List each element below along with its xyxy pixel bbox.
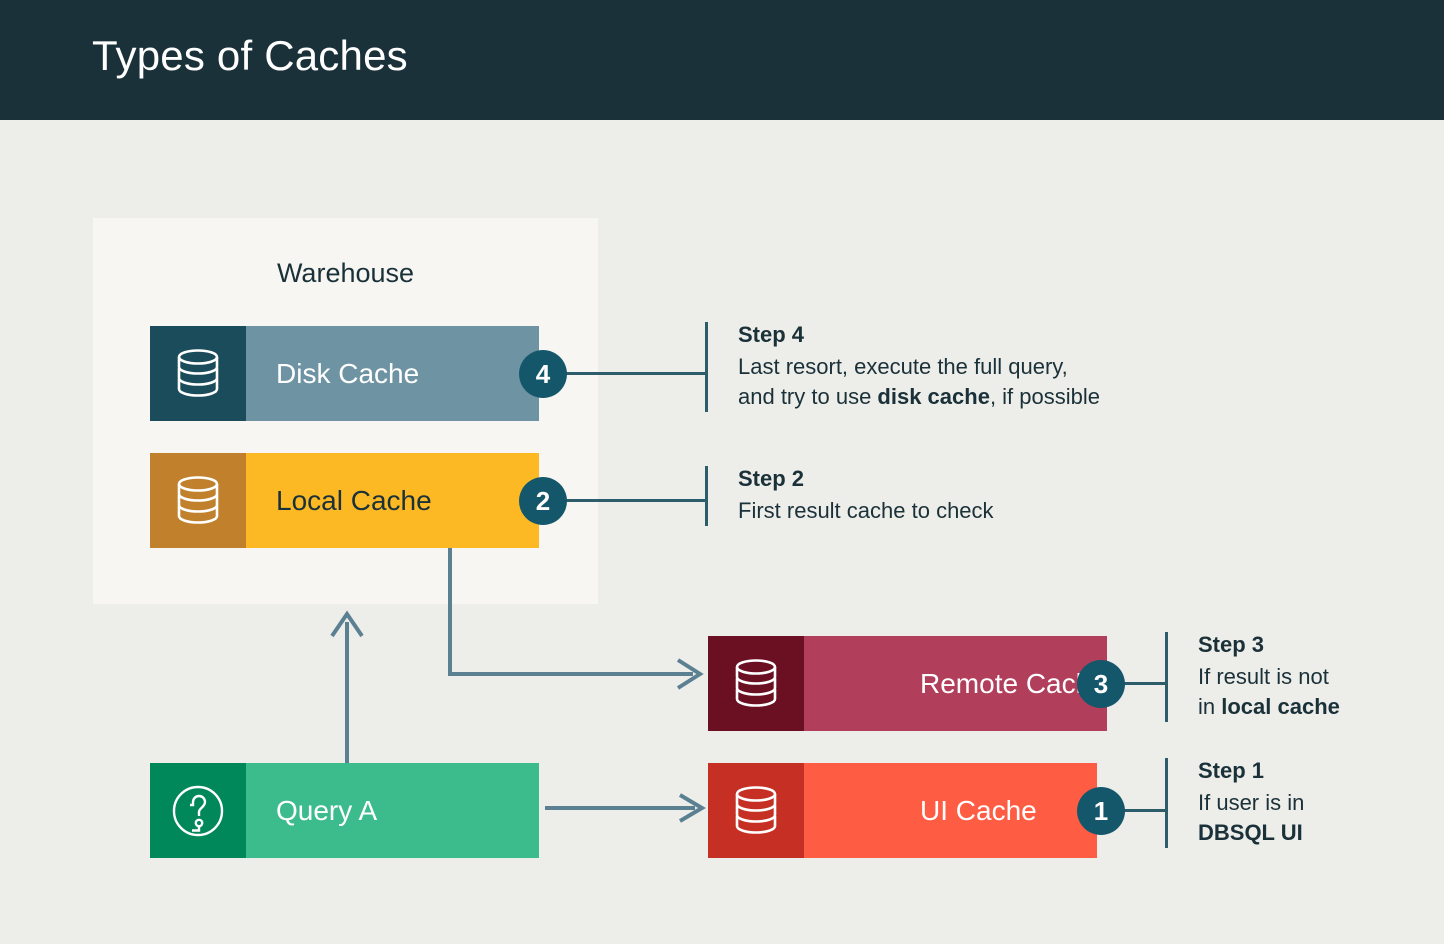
disk-cache-body: Disk Cache	[246, 326, 539, 421]
ui-cache-body: UI Cache	[804, 763, 1097, 858]
database-icon	[177, 475, 219, 524]
query-question-icon	[172, 785, 224, 836]
step-2-line1: First result cache to check	[738, 498, 994, 523]
node-local-cache[interactable]: Local Cache	[150, 453, 539, 548]
local-cache-body: Local Cache	[246, 453, 539, 548]
step-4-line2-post: , if possible	[989, 383, 1100, 409]
node-disk-cache[interactable]: Disk Cache	[150, 326, 539, 421]
step-badge-4[interactable]: 4	[519, 350, 567, 398]
connector-badge-3	[1118, 682, 1168, 685]
node-query-a[interactable]: Query A	[150, 763, 539, 858]
step-badge-1[interactable]: 1	[1077, 787, 1125, 835]
local-cache-label: Local Cache	[276, 484, 432, 516]
node-remote-cache[interactable]: Remote Cache	[708, 636, 1107, 731]
step-description-2: Step 2 First result cache to check	[705, 466, 1258, 526]
step-3-line2-pre: in	[1198, 693, 1222, 719]
step-1-body: If user is in DBSQL UI	[1198, 788, 1444, 848]
query-a-label: Query A	[276, 794, 378, 826]
local-cache-icon-panel	[150, 453, 246, 548]
node-ui-cache[interactable]: UI Cache	[708, 763, 1097, 858]
database-icon	[177, 348, 219, 397]
arrow-local-cache-to-remote-cache	[448, 548, 704, 690]
step-3-title: Step 3	[1198, 632, 1265, 657]
warehouse-label: Warehouse	[276, 258, 415, 288]
connector-badge-1	[1118, 809, 1168, 812]
step-description-4: Step 4 Last resort, execute the full que…	[705, 322, 1258, 412]
remote-cache-body: Remote Cache	[804, 636, 1107, 731]
step-badge-2[interactable]: 2	[519, 477, 567, 525]
connector-badge-2	[560, 499, 708, 502]
page-title: Types of Caches	[92, 32, 408, 79]
database-icon	[735, 658, 777, 707]
step-4-line2-bold: disk cache	[877, 383, 990, 409]
step-4-title: Step 4	[738, 322, 805, 347]
page-header: Types of Caches	[0, 0, 1444, 120]
database-icon	[735, 785, 777, 834]
disk-cache-label: Disk Cache	[276, 357, 420, 389]
ui-cache-icon-panel	[708, 763, 804, 858]
step-4-line1: Last resort, execute the full query,	[738, 354, 1068, 379]
remote-cache-label: Remote Cache	[920, 667, 1107, 699]
arrow-query-a-to-ui-cache	[545, 793, 706, 823]
disk-cache-icon-panel	[150, 326, 246, 421]
arrow-query-a-to-warehouse	[330, 610, 364, 768]
step-2-body: First result cache to check	[738, 496, 1258, 526]
step-4-body: Last resort, execute the full query, and…	[738, 352, 1258, 412]
step-badge-3[interactable]: 3	[1077, 660, 1125, 708]
query-a-icon-panel	[150, 763, 246, 858]
step-2-title: Step 2	[738, 466, 805, 491]
step-description-3: Step 3 If result is not in local cache	[1165, 632, 1444, 722]
step-3-line2-bold: local cache	[1221, 693, 1340, 719]
step-3-body: If result is not in local cache	[1198, 662, 1444, 722]
step-1-line1: If user is in	[1198, 790, 1305, 815]
step-1-title: Step 1	[1198, 758, 1265, 783]
step-3-line1: If result is not	[1198, 664, 1329, 689]
ui-cache-label: UI Cache	[920, 794, 1037, 826]
step-description-1: Step 1 If user is in DBSQL UI	[1165, 758, 1444, 848]
query-a-body: Query A	[246, 763, 539, 858]
step-4-line2-pre: and try to use	[738, 383, 878, 409]
step-1-line2-bold: DBSQL UI	[1198, 819, 1303, 845]
remote-cache-icon-panel	[708, 636, 804, 731]
connector-badge-4	[560, 372, 708, 375]
